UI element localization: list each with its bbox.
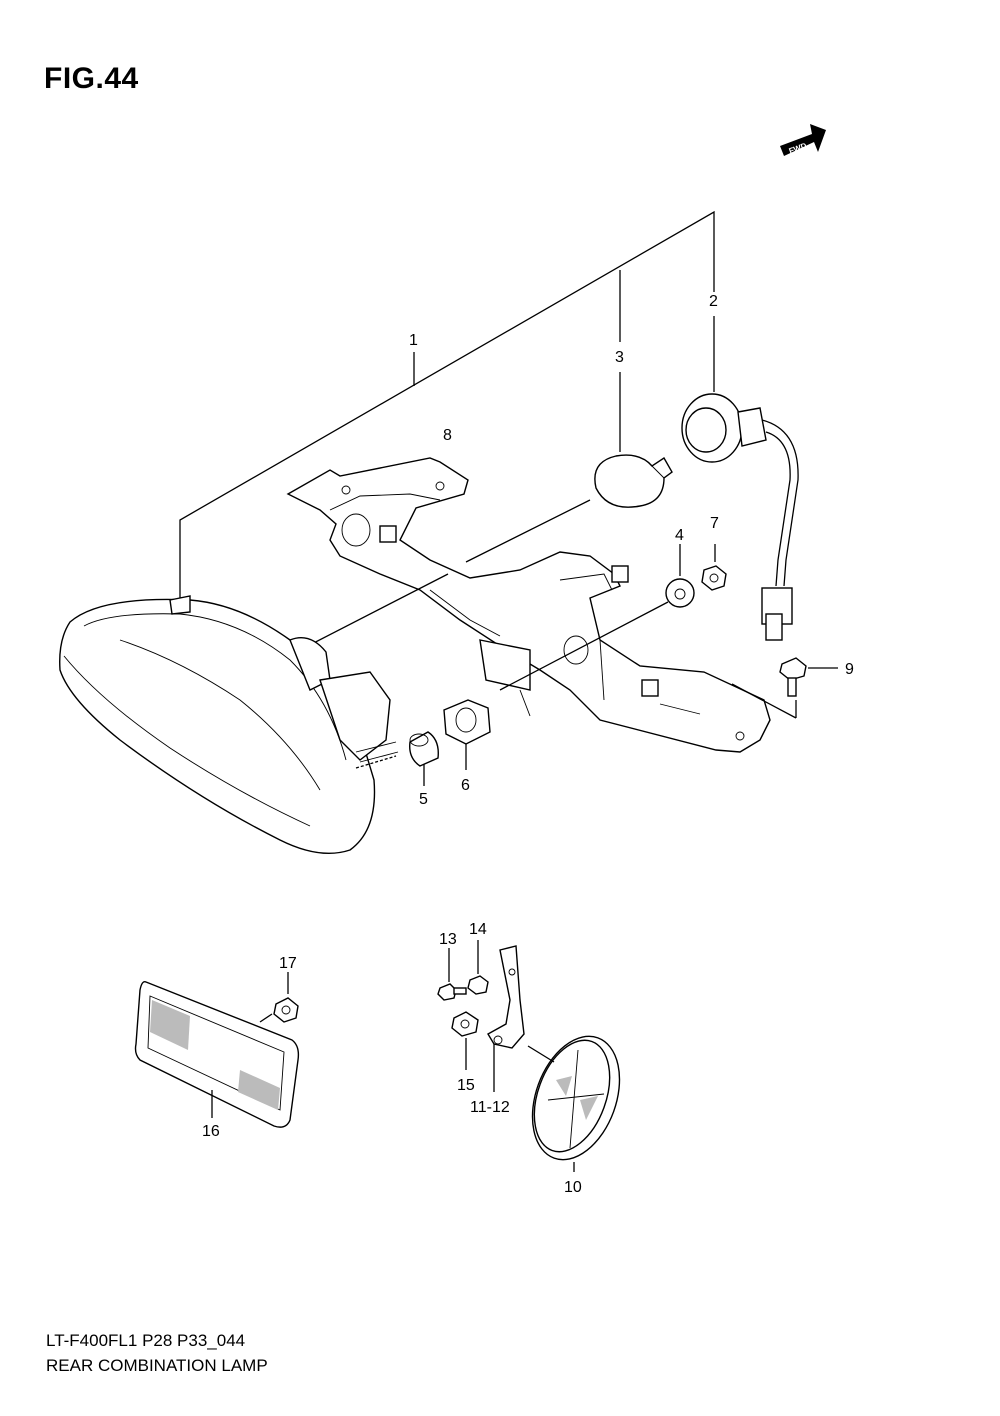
stay-bracket-part [487,945,525,1092]
callout-2: 2 [709,293,718,310]
reflector-part [134,980,300,1128]
figure-title: FIG.44 [44,62,139,95]
callout-17: 17 [279,955,297,972]
nut-part [701,544,727,591]
diagram-name: REAR COMBINATION LAMP [46,1356,268,1375]
callout-16: 16 [202,1123,220,1140]
reflector-nut-part [259,972,299,1023]
round-reflector-part [527,1035,621,1172]
small-nut-part [467,940,489,995]
callout-10: 10 [564,1179,582,1196]
rear-lamp-housing-part [59,595,399,855]
callout-15: 15 [457,1077,475,1094]
callout-7: 7 [710,515,719,532]
callout-11-12: 11-12 [470,1099,510,1116]
callout-3: 3 [615,349,624,366]
assembly-leader-lines [179,210,715,598]
callout-labels: 1 2 3 4 5 6 7 8 9 10 11-12 13 14 15 16 1… [202,293,854,1196]
washer-part [499,544,695,691]
callout-13: 13 [439,931,457,948]
callout-14: 14 [469,921,487,938]
grommet-nut-part [443,699,491,770]
callout-9: 9 [845,661,854,678]
diagram-code: LT-F400FL1 P28 P33_044 [46,1331,246,1350]
bracket-part [286,457,771,753]
bulb-part [299,454,673,651]
collar-part [409,731,439,786]
callout-5: 5 [419,791,428,808]
callout-4: 4 [675,527,684,544]
socket-harness-part [681,393,799,641]
nut-15-part [451,1011,479,1070]
fwd-arrow-icon: FWD [780,124,826,156]
screw-part [437,948,467,1001]
callout-8: 8 [443,427,452,444]
bolt-part [731,657,838,719]
callout-1: 1 [409,332,418,349]
diagram-footer: LT-F400FL1 P28 P33_044 REAR COMBINATION … [46,1328,268,1378]
callout-6: 6 [461,777,470,794]
